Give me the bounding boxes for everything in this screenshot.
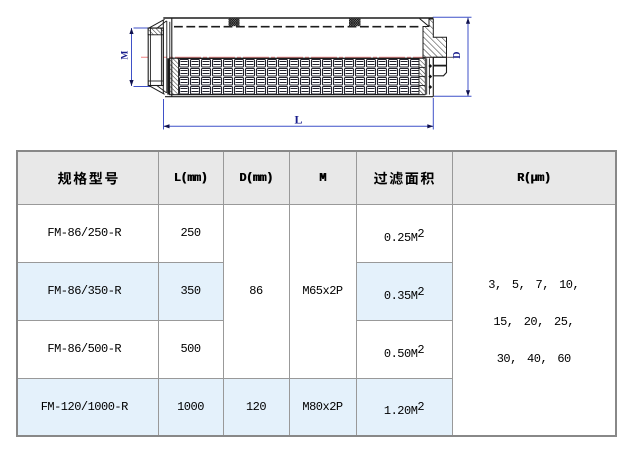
svg-text:L: L xyxy=(294,113,302,127)
svg-text:D: D xyxy=(452,52,463,59)
svg-text:M: M xyxy=(121,51,131,60)
